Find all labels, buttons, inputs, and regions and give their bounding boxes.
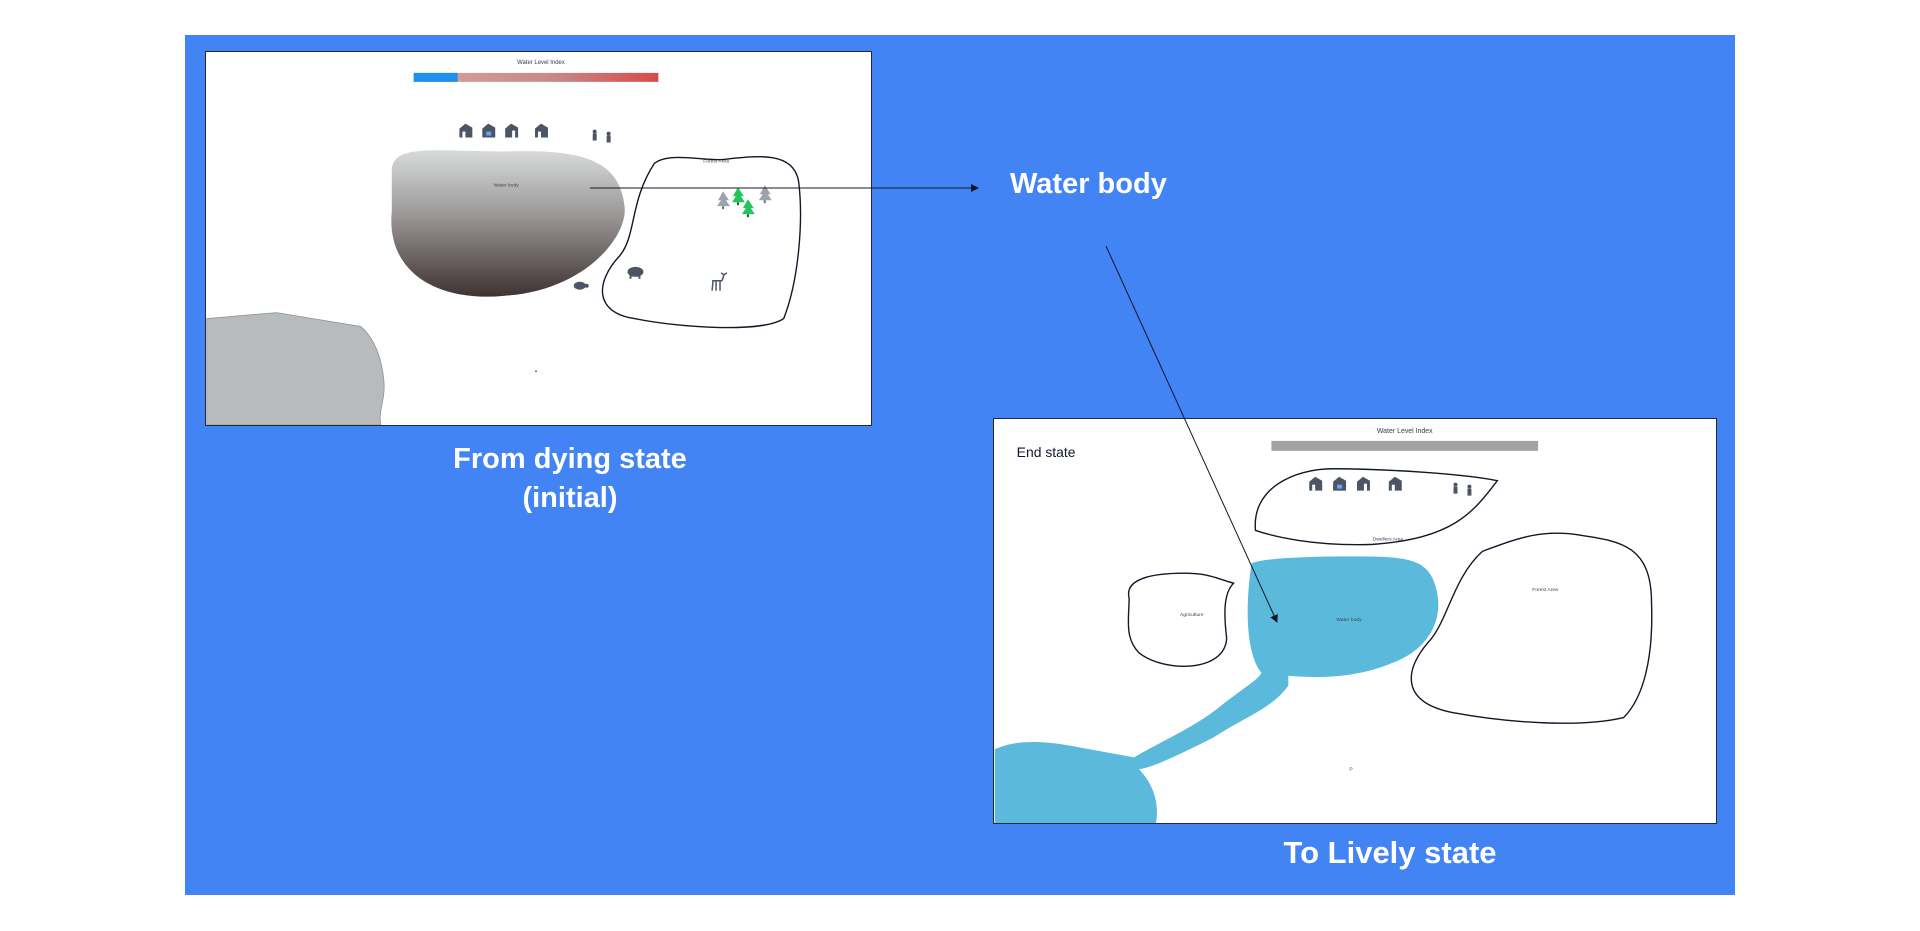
initial-state-illustration: Water Level Index Water body Forest Area: [206, 60, 802, 425]
initial-index-title: Water Level Index: [517, 60, 565, 66]
end-state-illustration: End state Water Level Index Dwellers Are…: [994, 428, 1653, 823]
dwellers-area-label: Dwellers Area: [1373, 536, 1404, 542]
marker-dot: [535, 370, 538, 373]
initial-water-body-label: Water body: [494, 182, 520, 188]
misc-marker: P: [1349, 766, 1353, 772]
water-body-callout: Water body: [1010, 168, 1167, 200]
house-icon: [459, 123, 473, 138]
end-index-bar: [1271, 440, 1539, 451]
dying-water-body-fill: [391, 150, 625, 297]
initial-index-fill: [413, 72, 458, 82]
house-icon: [535, 123, 548, 138]
agriculture-label: Agriculture: [1180, 612, 1204, 618]
initial-index-bar: [413, 72, 659, 82]
initial-caption-line2: (initial): [522, 482, 618, 514]
turtle-icon: [573, 281, 589, 290]
end-water-body-label: Water body: [1336, 617, 1362, 623]
initial-state-frame[interactable]: Water Level Index Water body Forest Area: [205, 51, 872, 426]
dwellers-area-boundary: [1254, 468, 1499, 546]
pig-icon: [627, 266, 644, 279]
person-icon: [1453, 482, 1458, 494]
lively-water-body: [994, 556, 1439, 823]
house-icon: [1333, 476, 1347, 491]
initial-state-caption: From dying state (initial): [385, 440, 755, 518]
end-state-caption: To Lively state: [1283, 835, 1497, 870]
agriculture-boundary: [1127, 572, 1235, 667]
tree-icon: [758, 185, 772, 204]
initial-forest-area-label: Forest Area: [703, 158, 729, 164]
person-icon: [592, 129, 597, 141]
initial-caption-line1: From dying state: [453, 443, 687, 475]
deer-icon: [711, 272, 728, 291]
house-icon: [482, 123, 496, 138]
person-icon: [1467, 484, 1472, 496]
house-icon: [1388, 476, 1402, 491]
end-state-label: End state: [1017, 444, 1076, 460]
house-icon: [505, 123, 519, 138]
end-index-title: Water Level Index: [1377, 428, 1433, 435]
person-icon: [606, 131, 611, 143]
house-icon: [1309, 476, 1323, 491]
forest-area-boundary: [601, 156, 802, 329]
end-forest-area-label: Forest Area: [1532, 587, 1558, 593]
tree-icon: [741, 199, 755, 218]
barren-land: [206, 312, 385, 425]
tree-icon: [717, 191, 730, 210]
house-icon: [1356, 476, 1370, 491]
end-state-frame[interactable]: End state Water Level Index Dwellers Are…: [993, 418, 1717, 824]
forest-area-boundary-end: [1410, 532, 1653, 724]
tree-icon: [731, 187, 745, 206]
